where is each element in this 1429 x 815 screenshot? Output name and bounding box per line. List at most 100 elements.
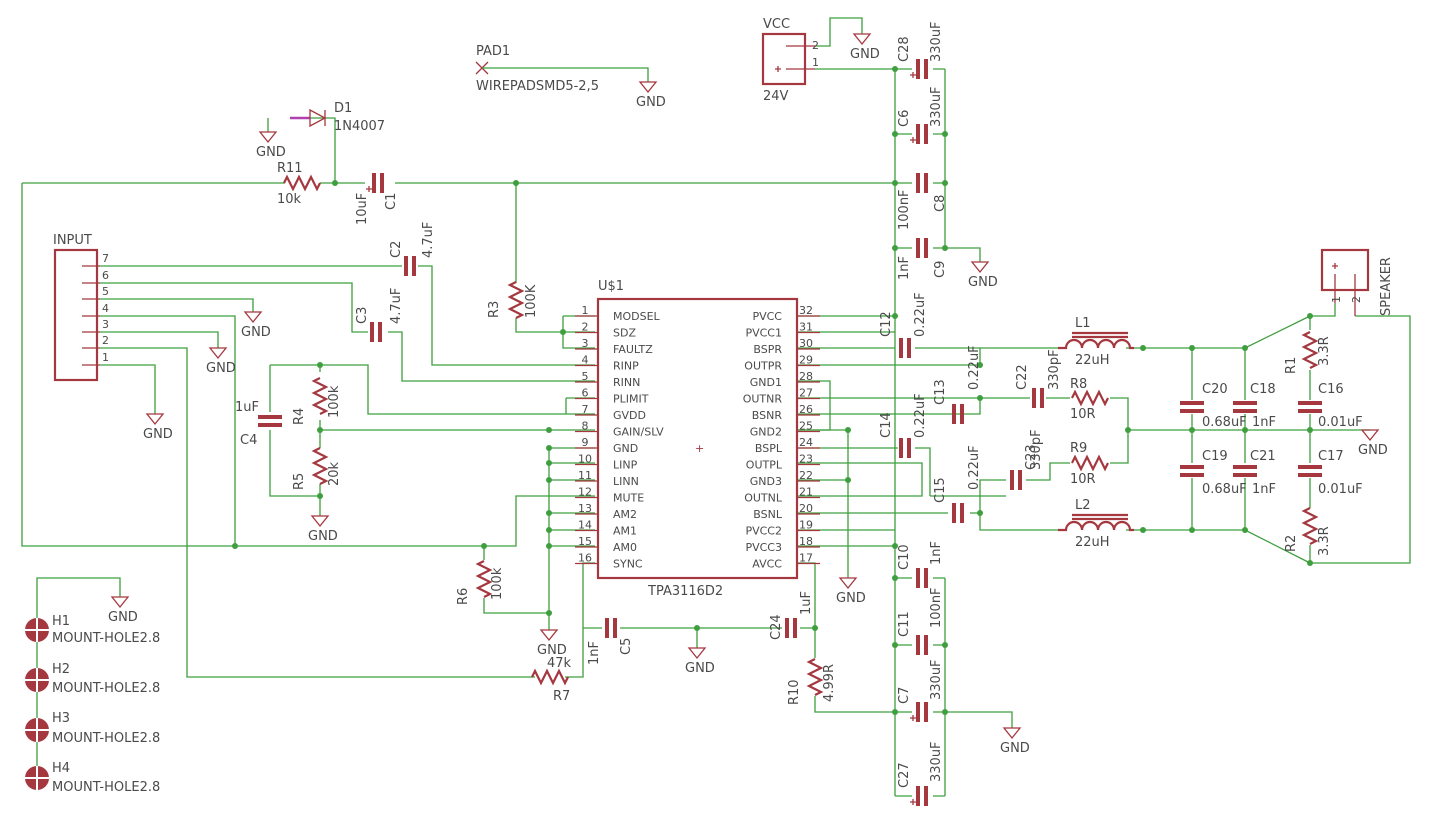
input-pin-7: 7 — [102, 252, 109, 265]
ic-pin-name: RINN — [613, 376, 640, 389]
ic-pin-name: OUTPR — [744, 360, 782, 373]
ic-pin-number: 29 — [799, 354, 813, 367]
ground-symbol: GND — [241, 311, 271, 340]
capacitor-value: 1nF — [897, 256, 912, 280]
ic-pin-number: 32 — [799, 304, 813, 317]
ic-pin-number: 17 — [799, 552, 813, 565]
svg-text:MOUNT-HOLE2.8: MOUNT-HOLE2.8 — [52, 631, 160, 646]
pad1: PAD1 WIREPADSMD5-2,5 — [475, 44, 649, 94]
svg-text:MOUNT-HOLE2.8: MOUNT-HOLE2.8 — [52, 681, 160, 696]
capacitor-ref: C21 — [1250, 449, 1276, 464]
svg-text:22uH: 22uH — [1075, 535, 1110, 550]
speaker-ref: SPEAKER — [1379, 257, 1394, 316]
capacitor-ref: C1 — [384, 193, 399, 210]
ic-pin-name: AVCC — [752, 558, 782, 571]
ic-pin-name: OUTNR — [743, 393, 783, 406]
ic-pin-name: OUTPL — [746, 459, 783, 472]
resistor-ref: R11 — [277, 161, 303, 176]
ic-pin-name: BSNL — [753, 508, 783, 521]
capacitor-ref: C17 — [1318, 449, 1344, 464]
ic-pin-number: 19 — [799, 519, 813, 532]
ic-pin-number: 10 — [578, 453, 592, 466]
ic-pin-name: LINN — [613, 475, 639, 488]
ic-pin-number: 23 — [799, 453, 813, 466]
ic-pin-number: 12 — [578, 486, 592, 499]
ic-pin-number: 22 — [799, 469, 813, 482]
ic-pin-number: 30 — [799, 337, 813, 350]
resistor-ref: R4 — [292, 408, 307, 425]
svg-text:H4: H4 — [52, 761, 70, 776]
ic-pin-number: 1 — [582, 304, 589, 317]
pad-value: WIREPADSMD5-2,5 — [476, 79, 599, 94]
svg-text:22uH: 22uH — [1075, 353, 1110, 368]
ic-pin-number: 7 — [582, 403, 589, 416]
ground-symbol: GND — [636, 81, 666, 110]
capacitor-ref: C2 — [389, 241, 404, 258]
capacitor-value: 0.01uF — [1318, 415, 1363, 430]
ic-pin-name: SDZ — [613, 327, 636, 340]
capacitor-value: 0.22uF — [967, 345, 982, 390]
ground-symbol: GND — [537, 629, 567, 658]
capacitor-ref: C27 — [897, 762, 912, 788]
ic-pin-number: 28 — [799, 370, 813, 383]
ic-pin-number: 25 — [799, 420, 813, 433]
resistor-value: 10k — [277, 192, 302, 207]
ground-label: GND — [968, 275, 998, 290]
ic-pin-number: 20 — [799, 502, 813, 515]
capacitor-ref: C15 — [933, 477, 948, 503]
capacitor-ref: C8 — [933, 195, 948, 212]
speaker-pin-1: 1 — [1330, 296, 1343, 303]
resistor-ref: R2 — [1284, 535, 1299, 552]
svg-text:L1: L1 — [1075, 316, 1091, 331]
ic-pin-name: SYNC — [613, 558, 643, 571]
capacitor-value: 1nF — [1252, 415, 1276, 430]
ic-pin-name: PVCC — [752, 310, 782, 323]
ic-pin-name: BSNR — [752, 409, 783, 422]
capacitor-c9: C9 1nF — [897, 238, 948, 280]
power-pin-2: 2 — [812, 39, 819, 52]
ic-pin-name: OUTNL — [744, 492, 783, 505]
ground-label: GND — [308, 529, 338, 544]
ground-label: GND — [206, 361, 236, 376]
resistor-r11: R11 10k — [277, 161, 321, 207]
ic-pin-name: BSPL — [755, 442, 783, 455]
capacitor-ref: C9 — [933, 261, 948, 278]
ic-pin-name: MUTE — [613, 492, 644, 505]
capacitor-ref: C24 — [769, 614, 784, 640]
ground-symbol: GND — [836, 577, 866, 606]
ic-pin-name: AM0 — [613, 541, 637, 554]
capacitor-ref: C14 — [879, 412, 894, 438]
svg-text:H2: H2 — [52, 662, 70, 677]
resistor-ref: R1 — [1284, 357, 1299, 374]
ic-pin-name: BSPR — [753, 343, 782, 356]
capacitor-value: 330uF — [929, 21, 944, 62]
capacitor-ref: C28 — [897, 36, 912, 62]
svg-text:L2: L2 — [1075, 498, 1091, 513]
svg-text:MOUNT-HOLE2.8: MOUNT-HOLE2.8 — [52, 731, 160, 746]
capacitor-c13: C13 0.22uF — [933, 345, 982, 424]
ic-pin-name: RINP — [613, 360, 639, 373]
capacitor-ref: C5 — [619, 638, 634, 655]
capacitor-value: 0.68uF — [1202, 482, 1247, 497]
capacitor-ref: C13 — [933, 379, 948, 405]
ic-pin-name: PVCC3 — [745, 541, 782, 554]
resistor-value: 20k — [327, 461, 342, 486]
ground-symbol: GND — [850, 33, 880, 62]
